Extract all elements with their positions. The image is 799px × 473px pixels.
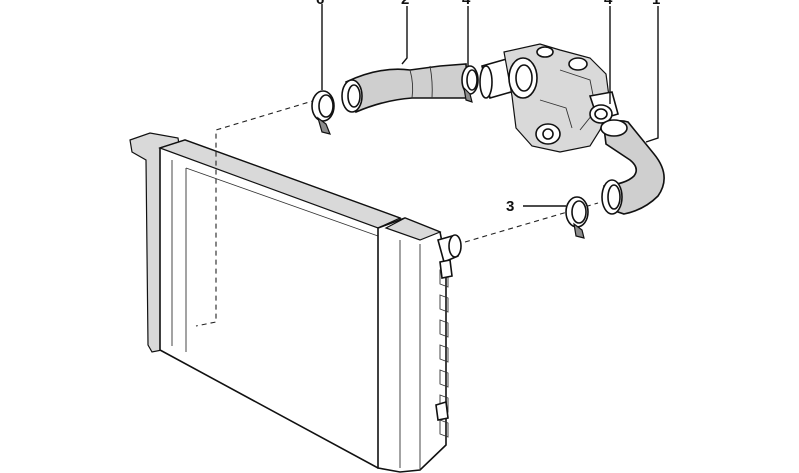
- callout-number: 1: [652, 0, 660, 8]
- upper-hose: [341, 63, 469, 114]
- callout-number: 4: [462, 0, 471, 8]
- radiator-top-rail: [158, 139, 402, 229]
- hose-clamp-lower: [565, 196, 589, 239]
- radiator: [129, 132, 462, 473]
- callout-leaders: [321, 4, 659, 207]
- radiator-right-tank: [377, 217, 447, 473]
- thermostat-housing: [479, 43, 619, 153]
- callout-labels: 6 2 4 4 1 3: [316, 0, 660, 215]
- callout-number: 2: [401, 0, 409, 8]
- seal-ring: [589, 104, 613, 124]
- hose-clamp-upper-right: [461, 65, 479, 103]
- lower-hose: [600, 119, 665, 215]
- hose-clamp-upper-left: [311, 90, 335, 135]
- callout-number: 4: [604, 0, 613, 8]
- callout-number: 6: [316, 0, 324, 8]
- assembly-lines: [195, 99, 599, 327]
- callout-number: 3: [506, 198, 514, 215]
